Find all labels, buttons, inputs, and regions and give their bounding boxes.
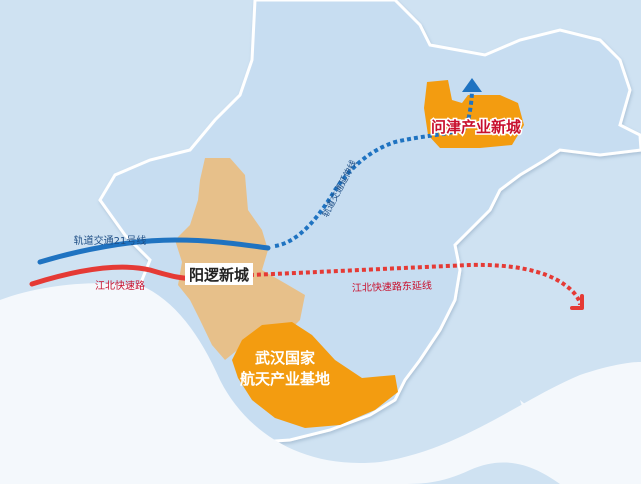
- yangluo-label-bg: [185, 263, 253, 285]
- aerospace-base-area: [232, 322, 398, 428]
- river-east-branch: [520, 400, 641, 484]
- metro-21-line: [37, 237, 271, 265]
- expressway-east-line: [249, 262, 582, 306]
- wenjin-label: 问津产业新城: [431, 118, 521, 136]
- expressway-arrow-icon: [570, 294, 584, 310]
- expressway-east-label: 江北快速路东延线: [352, 279, 432, 295]
- expressway-west-label: 江北快速路: [95, 279, 145, 292]
- yangluo-district: [175, 158, 305, 360]
- expressway-west-line: [29, 264, 203, 287]
- metro-extension-line: [274, 87, 474, 248]
- metro-21-label: 轨道交通21号线: [74, 234, 147, 247]
- aerospace-label-line2: 航天产业基地: [240, 370, 330, 388]
- yangluo-label: 阳逻新城: [189, 266, 249, 284]
- aerospace-label-line1: 武汉国家: [255, 349, 315, 367]
- metro-arrow-icon: [462, 78, 482, 92]
- river-channel-south: [0, 382, 245, 484]
- river-channel-west: [0, 303, 160, 350]
